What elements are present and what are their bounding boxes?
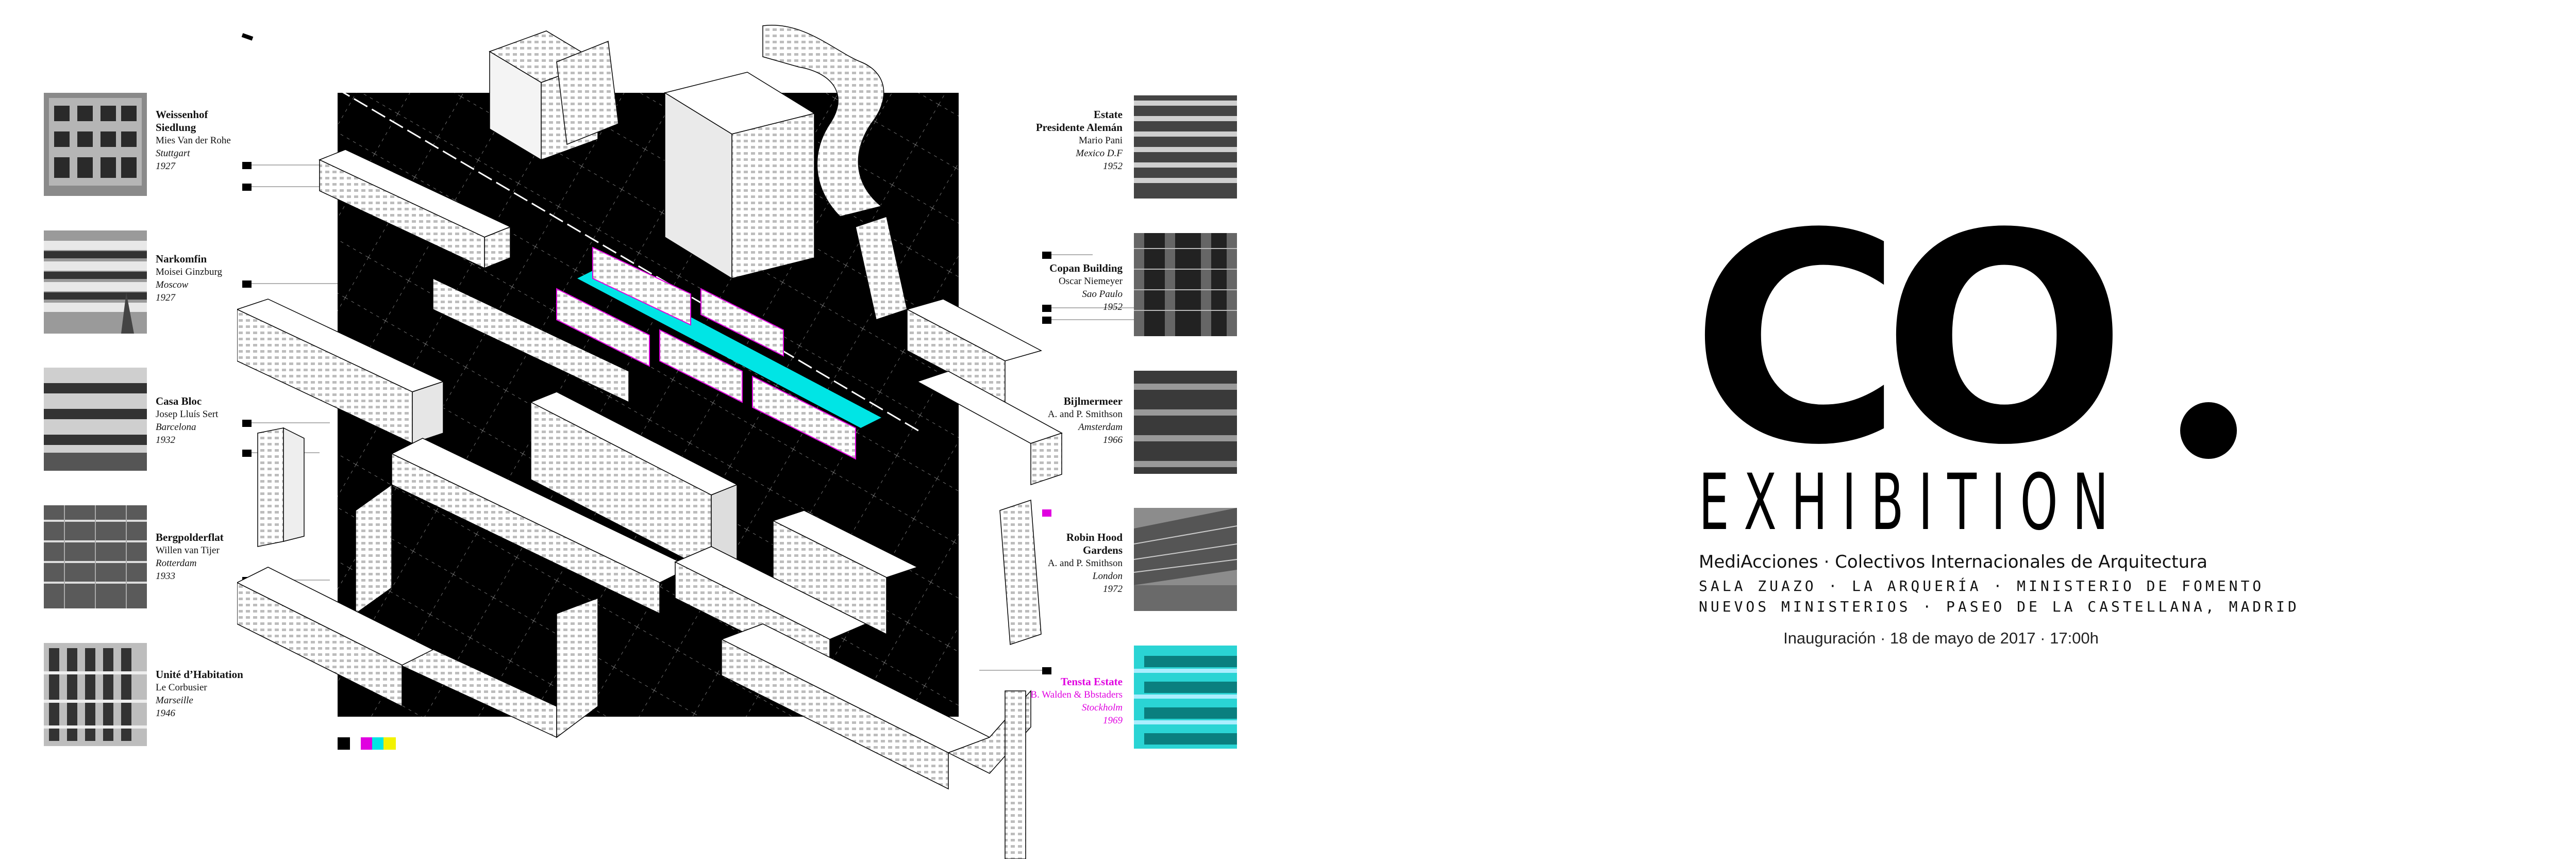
project-title: Presidente Alemán <box>1035 121 1123 134</box>
logo-dot <box>2180 402 2237 459</box>
label-casa-bloc: Casa Bloc Josep Lluís Sert Barcelona 193… <box>156 395 269 447</box>
project-architect: Mario Pani <box>1079 135 1123 146</box>
co-logo: CO <box>1691 172 2127 508</box>
marker-square <box>242 420 252 427</box>
marker-square <box>242 280 252 288</box>
opening-date: Inauguración · 18 de mayo de 2017 · 17:0… <box>1783 629 2099 647</box>
label-presidente-aleman: Estate Presidente Alemán Mario Pani Mexi… <box>999 108 1123 173</box>
exhibition-headline: EXHIBITION <box>1699 458 2123 548</box>
project-year: 1946 <box>156 708 175 719</box>
project-architect: Moisei Ginzburg <box>156 267 222 277</box>
project-year: 1966 <box>1103 435 1123 445</box>
label-bijlmermeer: Bijlmermeer A. and P. Smithson Amsterdam… <box>999 395 1123 447</box>
project-title: Robin Hood <box>1066 531 1123 543</box>
project-architect: Oscar Niemeyer <box>1059 276 1123 287</box>
project-title: Tensta Estate <box>1061 675 1123 688</box>
photo-casa-bloc <box>44 368 147 471</box>
marker-square <box>1042 667 1051 674</box>
marker-square-magenta <box>1042 509 1051 517</box>
project-city: Moscow <box>156 279 189 290</box>
project-city: Rotterdam <box>156 558 197 569</box>
venue-line-1: SALA ZUAZO · LA ARQUERÍA · MINISTERIO DE… <box>1699 577 2265 594</box>
project-city: Barcelona <box>156 422 196 433</box>
label-robin-hood-gardens: Robin Hood Gardens A. and P. Smithson Lo… <box>999 531 1123 596</box>
project-architect: Mies Van der Rohe <box>156 135 231 146</box>
project-title: Weissenhof <box>156 108 208 121</box>
project-city: London <box>1092 571 1123 582</box>
label-weissenhof: Weissenhof Siedlung Mies Van der Rohe St… <box>156 108 269 173</box>
label-narkomfin: Narkomfin Moisei Ginzburg Moscow 1927 <box>156 253 269 304</box>
project-city: Stockholm <box>1081 702 1123 713</box>
exhibition-poster: CO EXHIBITION MediAcciones · Colectivos … <box>1649 172 2300 660</box>
photo-copan-building <box>1134 233 1237 336</box>
isometric-site-plan <box>237 25 1063 859</box>
photo-weissenhof <box>44 93 147 196</box>
project-title: Casa Bloc <box>156 395 202 407</box>
project-architect: B. Walden & Bbstaders <box>1030 689 1123 700</box>
organizers-subtitle: MediAcciones · Colectivos Internacionale… <box>1699 552 2207 572</box>
label-bergpolderflat: Bergpolderflat Willen van Tijer Rotterda… <box>156 531 269 583</box>
photo-bergpolderflat <box>44 505 147 608</box>
project-title: Gardens <box>1082 544 1123 556</box>
project-year: 1933 <box>156 571 175 582</box>
project-architect: A. and P. Smithson <box>1047 409 1123 420</box>
marker-square <box>1042 317 1051 324</box>
project-architect: Willen van Tijer <box>156 545 220 556</box>
project-title: Bergpolderflat <box>156 531 224 543</box>
marker-square <box>242 450 252 457</box>
photo-narkomfin <box>44 230 147 334</box>
venue-line-2: NUEVOS MINISTERIOS · PASEO DE LA CASTELL… <box>1699 598 2300 615</box>
label-tensta-estate: Tensta Estate B. Walden & Bbstaders Stoc… <box>999 675 1123 727</box>
project-title: Bijlmermeer <box>1063 395 1123 407</box>
project-architect: Le Corbusier <box>156 682 207 693</box>
photo-unite-habitation <box>44 643 147 746</box>
label-unite-habitation: Unité d’Habitation Le Corbusier Marseill… <box>156 668 269 720</box>
marker-square <box>242 184 252 191</box>
photo-bijlmermeer <box>1134 371 1237 474</box>
project-architect: A. and P. Smithson <box>1047 558 1123 569</box>
marker-square <box>1042 305 1051 312</box>
marker-square <box>1042 252 1051 259</box>
project-year: 1932 <box>156 435 175 445</box>
photo-presidente-aleman <box>1134 95 1237 199</box>
project-year: 1927 <box>156 161 175 172</box>
photo-tensta-estate <box>1134 646 1237 749</box>
project-year: 1952 <box>1103 161 1123 172</box>
project-architect: Josep Lluís Sert <box>156 409 219 420</box>
project-city: Mexico D.F <box>1076 148 1123 159</box>
project-year: 1952 <box>1103 302 1123 312</box>
project-title: Estate <box>1094 108 1123 121</box>
project-title: Siedlung <box>156 121 196 134</box>
project-year: 1972 <box>1103 584 1123 594</box>
project-year: 1969 <box>1103 715 1123 726</box>
project-city: Sao Paulo <box>1082 289 1123 300</box>
project-city: Amsterdam <box>1078 422 1123 433</box>
project-title: Copan Building <box>1049 262 1123 274</box>
project-year: 1927 <box>156 292 175 303</box>
project-title: Unité d’Habitation <box>156 668 243 681</box>
label-copan-building: Copan Building Oscar Niemeyer Sao Paulo … <box>999 262 1123 313</box>
project-title: Narkomfin <box>156 253 207 265</box>
project-city: Marseille <box>156 695 193 706</box>
photo-robin-hood-gardens <box>1134 508 1237 611</box>
project-city: Stuttgart <box>156 148 190 159</box>
marker-square <box>242 162 252 169</box>
